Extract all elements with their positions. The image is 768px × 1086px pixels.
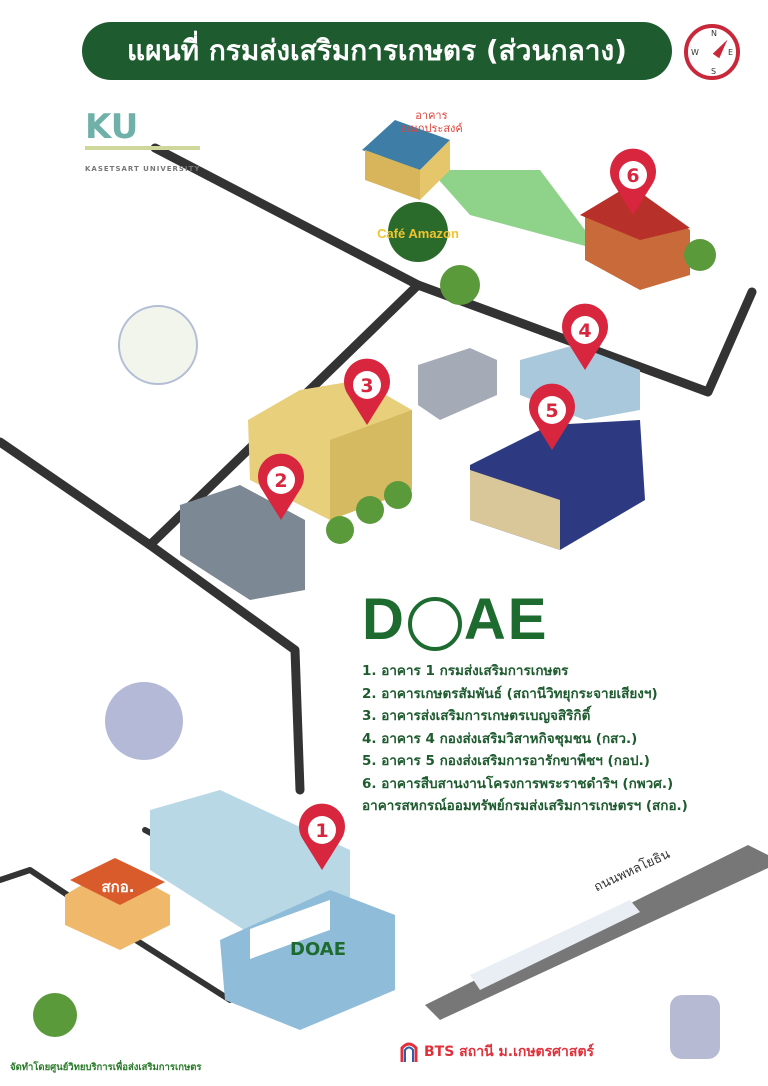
legend-item: 6. อาคารสืบสานงานโครงการพระราชดำริฯ (กพว… xyxy=(362,775,674,792)
coop-building xyxy=(65,858,170,950)
doae-roof-sign: DOAE xyxy=(290,939,346,960)
map-pin-1[interactable]: 1 xyxy=(299,803,345,870)
building-5 xyxy=(470,420,645,550)
svg-text:6: 6 xyxy=(626,165,639,187)
legend-item: 2. อาคารเกษตรสัมพันธ์ (สถานีวิทยุกระจายเ… xyxy=(362,685,658,702)
building-legend: 1. อาคาร 1 กรมส่งเสริมการเกษตร 2. อาคารเก… xyxy=(362,660,688,818)
bts-station: BTS สถานี ม.เกษตรศาสตร์ xyxy=(400,1040,594,1064)
map-pin-4[interactable]: 4 xyxy=(562,303,608,370)
map-title: แผนที่ กรมส่งเสริมการเกษตร (ส่วนกลาง) xyxy=(82,22,672,80)
svg-text:1: 1 xyxy=(315,820,328,842)
svg-text:3: 3 xyxy=(360,375,373,397)
svg-text:5: 5 xyxy=(545,400,558,422)
legend-item: 3. อาคารส่งเสริมการเกษตรเบญจสิริกิติ์ xyxy=(362,708,591,724)
map-pin-6[interactable]: 6 xyxy=(610,148,657,215)
legend-item: 4. อาคาร 4 กองส่งเสริมวิสาหกิจชุมชน (กสว… xyxy=(362,730,638,747)
building-1 xyxy=(150,790,395,1030)
legend-item: 5. อาคาร 5 กองส่งเสริมการอารักขาพืชฯ (กอ… xyxy=(362,753,650,769)
map-pin-5[interactable]: 5 xyxy=(529,383,575,450)
cafe-amazon-logo xyxy=(388,202,448,262)
trees xyxy=(33,239,716,1037)
map-pin-3[interactable]: 3 xyxy=(344,358,390,425)
bts-rail xyxy=(425,845,768,1020)
legend-item: 1. อาคาร 1 กรมส่งเสริมการเกษตร xyxy=(362,663,569,679)
coop-sign: สกอ. xyxy=(102,878,135,896)
bank-logo xyxy=(670,995,720,1059)
cafe-label: Café Amazon xyxy=(377,226,459,241)
multipurpose-label: อาคาร อเนกประสงค์ xyxy=(400,109,463,135)
building-6 xyxy=(580,185,690,290)
bts-logo-icon xyxy=(400,1042,418,1062)
credit-text: จัดทำโดยศูนย์วิทยบริการเพื่อส่งเสริมการเ… xyxy=(10,1062,202,1073)
lawn xyxy=(430,170,600,250)
legend-item: อาคารสหกรณ์ออมทรัพย์กรมส่งเสริมการเกษตรฯ… xyxy=(362,798,688,814)
multipurpose-building xyxy=(362,120,450,200)
svg-text:4: 4 xyxy=(578,320,591,342)
map-pins: 1 2 3 4 5 6 xyxy=(258,148,657,870)
grey-building xyxy=(418,348,497,420)
building-2 xyxy=(180,485,305,600)
doa-seal-logo xyxy=(118,305,198,385)
svg-text:2: 2 xyxy=(274,470,287,492)
map-pin-2[interactable]: 2 xyxy=(258,453,305,520)
ministry-seal-logo xyxy=(105,682,183,760)
